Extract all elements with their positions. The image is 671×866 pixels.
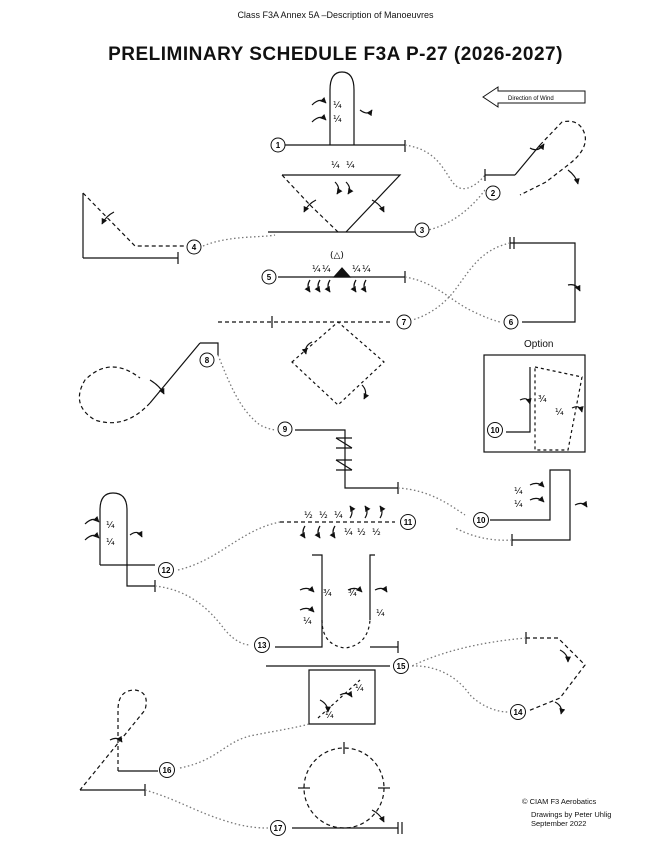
wind-label: Direction of Wind [508,96,554,102]
num-5: 5 [261,269,277,285]
svg-text:¼: ¼ [106,538,115,548]
num-2: 2 [485,185,501,201]
svg-text:¾: ¾ [348,589,357,599]
manoeuvre-13-drawing [275,554,399,653]
svg-text:11: 11 [404,518,413,527]
document-header: Class F3A Annex 5A –Description of Manoe… [237,10,434,20]
svg-text:2: 2 [491,189,496,198]
credit-copyright: © CIAM F3 Aerobatics [522,797,597,806]
svg-text:1: 1 [276,141,281,150]
manoeuvre-15-drawing [266,665,390,725]
svg-text:¼: ¼ [312,265,321,275]
option-label: Option [524,339,554,350]
manoeuvre-11-drawing [280,505,395,539]
svg-text:¼: ¼ [362,265,371,275]
num-10: 10 [473,512,489,528]
credit-drawings: Drawings by Peter Uhlig [531,810,612,819]
svg-text:16: 16 [163,766,172,775]
num-3: 3 [414,222,430,238]
svg-text:14: 14 [514,708,523,717]
m3-quarter-b: ¼ [346,161,355,171]
svg-text:10: 10 [491,426,500,435]
svg-text:¼: ¼ [325,711,334,721]
num-14: 14 [510,704,526,720]
num-17: 17 [270,820,286,836]
manoeuvre-12-drawing [84,492,156,592]
svg-text:17: 17 [274,824,283,833]
svg-text:7: 7 [402,318,407,327]
num-12: 12 [158,562,174,578]
manoeuvre-2-drawing [484,120,586,196]
svg-text:3: 3 [420,226,425,235]
credit-date: September 2022 [531,819,587,828]
svg-text:¼: ¼ [322,265,331,275]
manoeuvre-14-drawing [525,632,586,715]
svg-text:¾: ¾ [538,395,547,405]
svg-text:½: ½ [319,511,328,521]
num-4: 4 [186,239,202,255]
manoeuvre-8-drawing [78,342,219,424]
num-6: 6 [503,314,519,330]
num-7: 7 [396,314,412,330]
manoeuvre-numbers: 1 2 3 4 5 6 7 8 9 10 10 11 12 13 14 15 1… [158,137,526,836]
num-1: 1 [270,137,286,153]
num-11: 11 [400,514,416,530]
svg-text:¼: ¼ [352,265,361,275]
manoeuvre-3-drawing [268,174,415,233]
turnaround-1-2 [404,144,486,190]
num-10-option: 10 [487,422,503,438]
svg-text:¼: ¼ [376,609,385,619]
manoeuvre-17-drawing [292,742,403,834]
manoeuvre-1-drawing [285,71,406,152]
svg-text:6: 6 [509,318,514,327]
num-16: 16 [159,762,175,778]
num-8: 8 [199,352,215,368]
svg-text:¼: ¼ [334,511,343,521]
svg-text:¼: ¼ [303,617,312,627]
svg-text:¼: ¼ [514,500,523,510]
svg-text:¼: ¼ [555,408,564,418]
svg-text:¼: ¼ [355,684,364,694]
manoeuvre-10-drawing [490,469,588,546]
svg-text:13: 13 [258,641,267,650]
svg-text:½: ½ [357,528,366,538]
svg-text:¾: ¾ [323,589,332,599]
wind-arrow-icon: Direction of Wind [482,86,586,108]
num-9: 9 [277,421,293,437]
svg-text:9: 9 [283,425,288,434]
m5-snap-label: (△) [330,251,344,261]
svg-text:¼: ¼ [106,521,115,531]
manoeuvre-16-drawing [79,689,158,796]
num-15: 15 [393,658,409,674]
svg-text:15: 15 [397,662,406,671]
svg-text:½: ½ [372,528,381,538]
num-13: 13 [254,637,270,653]
manoeuvre-9-drawing [295,429,399,494]
svg-text:¼: ¼ [344,528,353,538]
svg-text:4: 4 [192,243,197,252]
svg-text:½: ½ [304,511,313,521]
svg-text:10: 10 [477,516,486,525]
manoeuvre-6-drawing [509,237,581,323]
svg-text:5: 5 [267,273,272,282]
svg-text:¼: ¼ [514,487,523,497]
svg-text:12: 12 [162,566,171,575]
m3-quarter-a: ¼ [331,161,340,171]
manoeuvre-4-drawing [82,192,185,264]
m1-quarter-a: ¼ [333,101,342,111]
m1-quarter-b: ¼ [333,115,342,125]
option-box [483,354,586,453]
manoeuvre-5-drawing [278,267,406,293]
schedule-title: PRELIMINARY SCHEDULE F3A P-27 (2026-2027… [108,44,563,65]
manoeuvre-7-drawing [218,316,392,406]
svg-text:8: 8 [205,356,210,365]
